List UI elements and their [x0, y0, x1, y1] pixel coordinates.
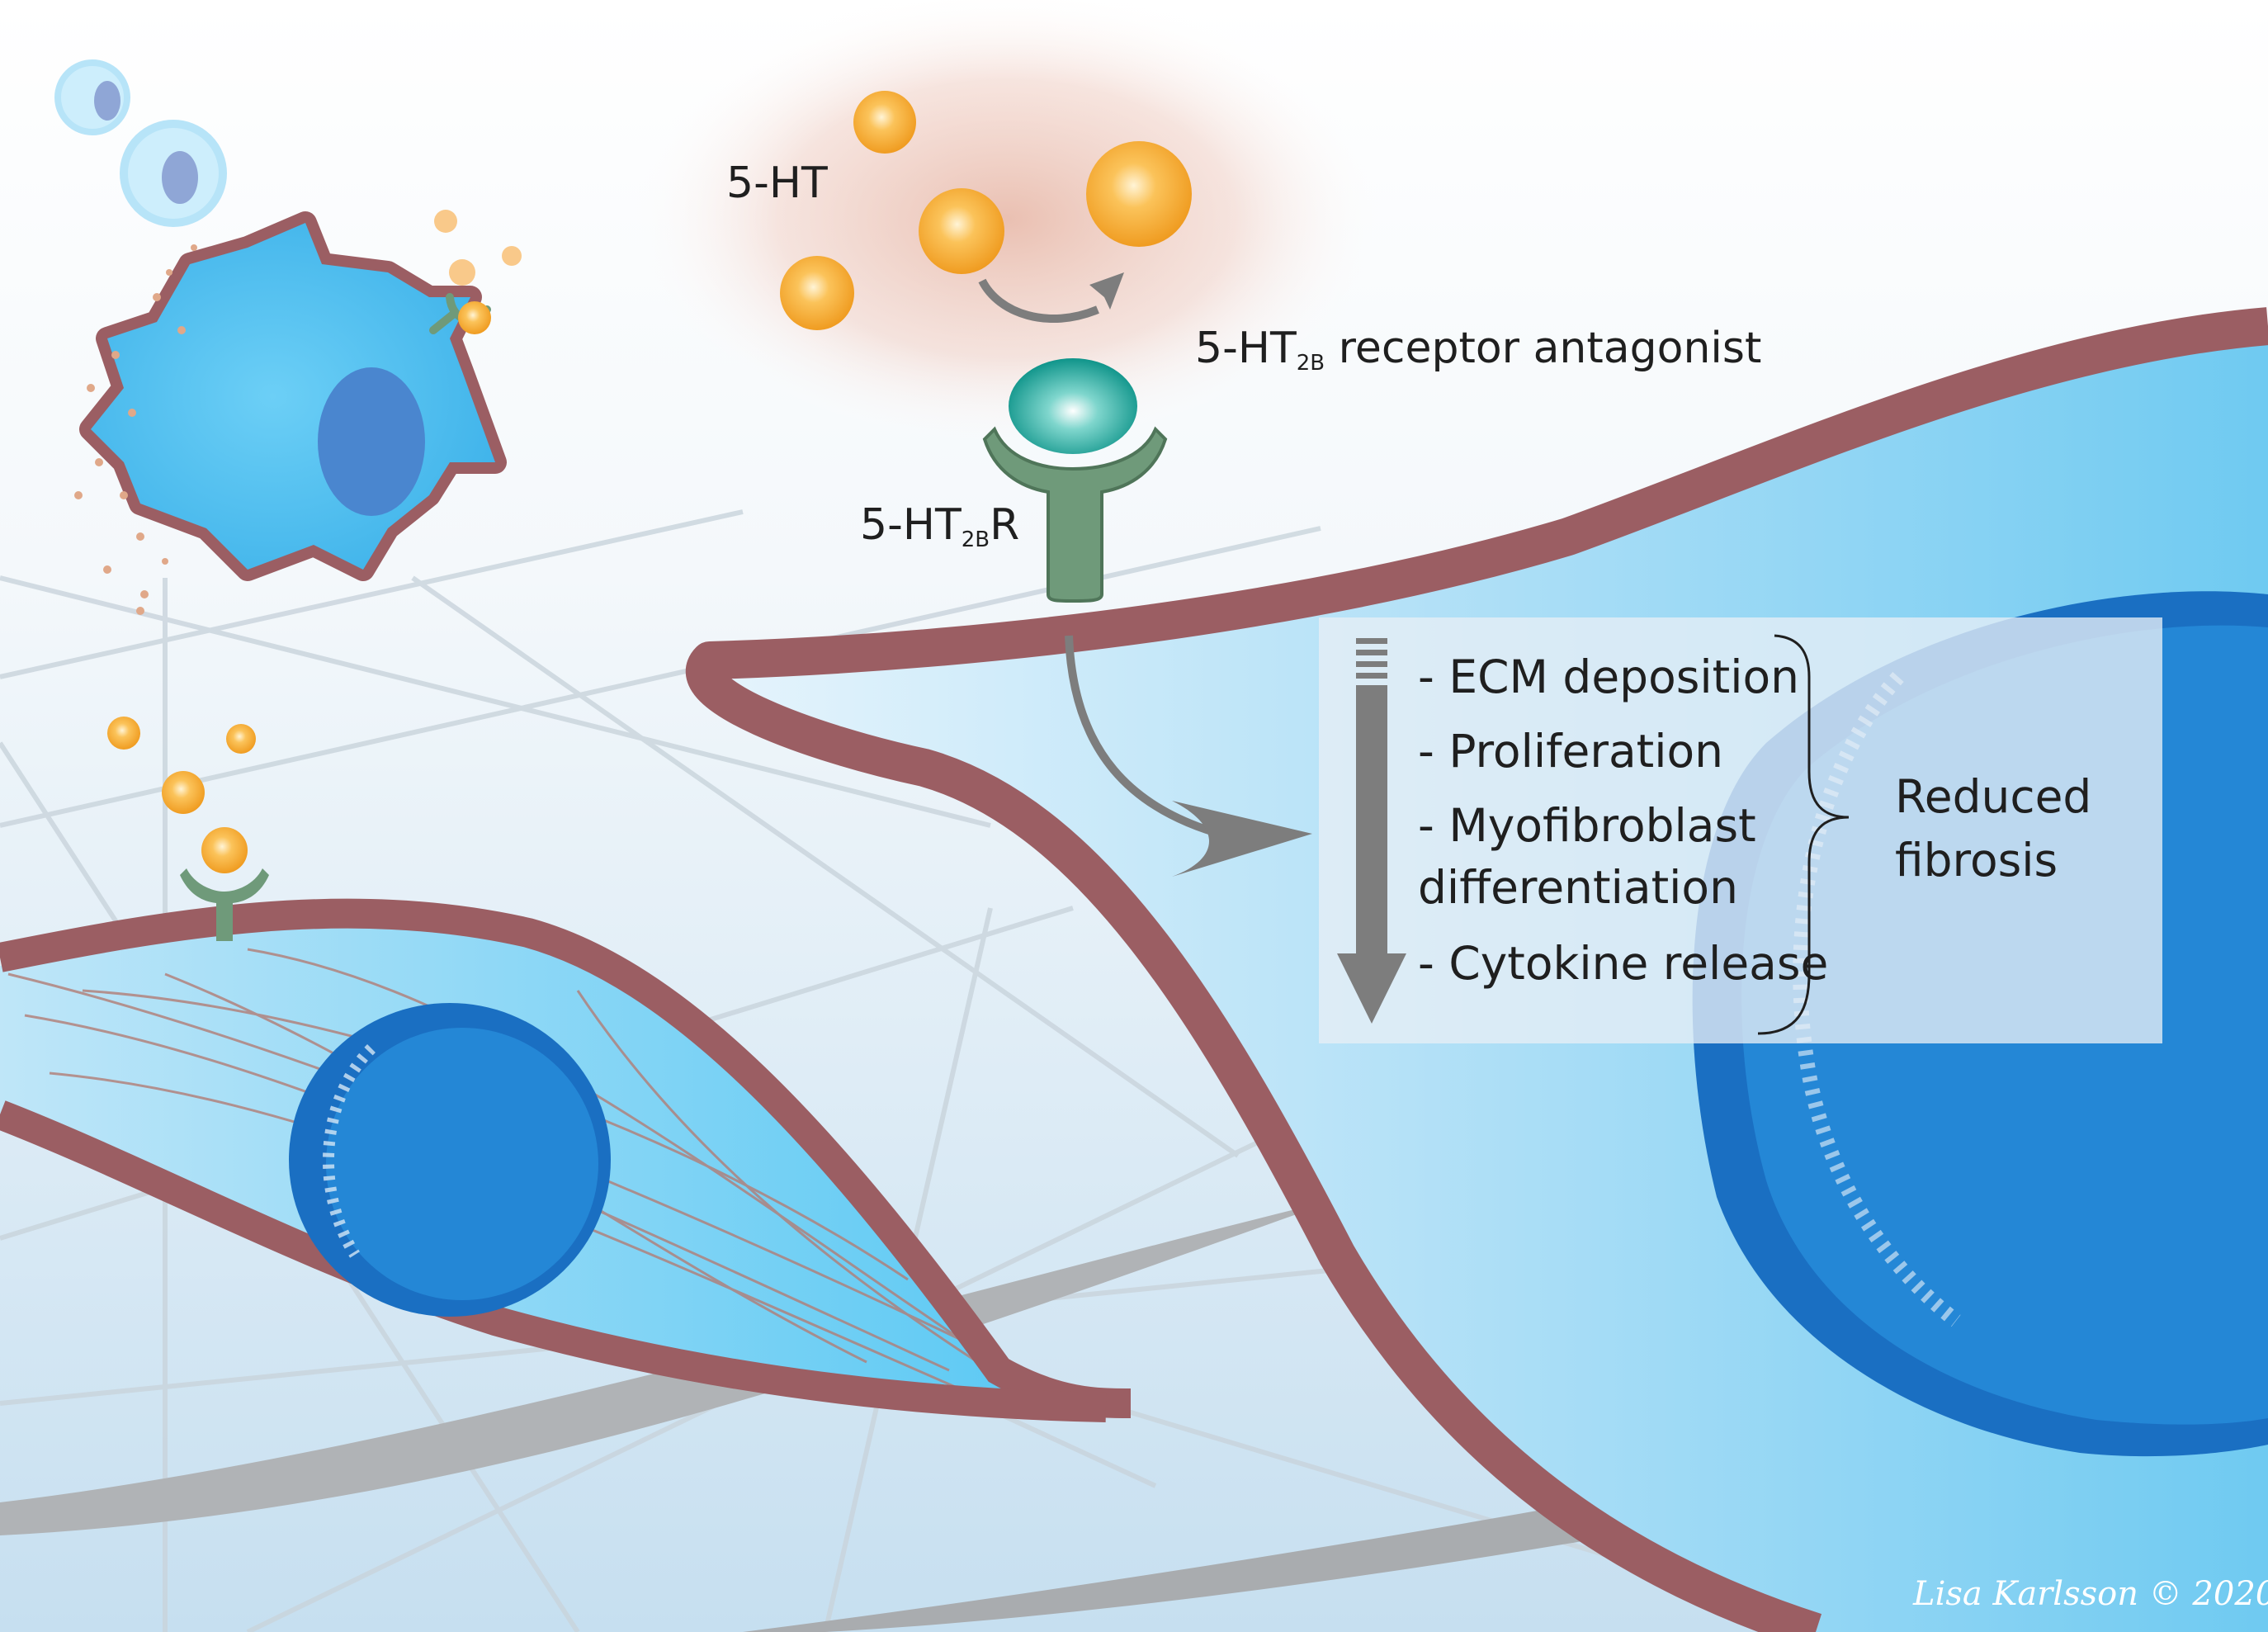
collagen-fibre	[0, 1197, 1345, 1535]
binding-arrow-head	[1089, 272, 1124, 310]
serotonin-label: 5-HT	[726, 158, 828, 208]
signalling-arrow-head	[1172, 801, 1312, 877]
serotonin-molecules	[780, 91, 1192, 330]
downregulation-arrow	[1337, 638, 1406, 1024]
outcome-line-1: Reduced	[1895, 770, 2092, 823]
antagonist-subscript: 2B	[1296, 351, 1325, 376]
artist-credit: Lisa Karlsson © 2020	[1913, 1575, 2268, 1613]
antagonist-molecule	[1009, 358, 1137, 454]
nucleus-highlight	[323, 1044, 376, 1258]
effects-panel	[1319, 617, 2162, 1043]
large-cell-membrane	[686, 307, 2268, 1632]
effects-brace	[1757, 634, 1850, 1035]
fibroblast-nucleus-inner	[326, 1028, 598, 1300]
receptor-subscript: 2B	[961, 527, 990, 553]
serotonin-cloud	[627, 0, 1387, 450]
small-monocyte	[120, 120, 227, 227]
released-serotonin	[434, 210, 522, 286]
fibroblast-receptor	[180, 868, 269, 941]
serotonin-molecules-small	[107, 717, 256, 873]
bound-serotonin	[458, 301, 491, 334]
binding-arrow	[978, 278, 1099, 323]
macrophage	[79, 211, 507, 581]
signalling-arrow	[1065, 635, 1255, 846]
outcome-line-2: fibrosis	[1895, 834, 2058, 887]
receptor-5ht2b	[982, 426, 1168, 603]
small-monocyte	[54, 59, 130, 135]
antagonist-label: 5-HT2B receptor antagonist	[1195, 324, 1762, 376]
effect-proliferation: - Proliferation	[1418, 725, 1724, 778]
effect-myofibroblast: - Myofibroblast	[1418, 799, 1756, 852]
effect-ecm-deposition: - ECM deposition	[1418, 650, 1800, 703]
receptor-label: 5-HT2BR	[860, 500, 1020, 553]
effect-differentiation: differentiation	[1418, 861, 1738, 914]
secreted-granules	[74, 244, 197, 615]
effect-cytokine-release: - Cytokine release	[1418, 937, 1829, 990]
fibroblast-membrane	[0, 1100, 1107, 1422]
